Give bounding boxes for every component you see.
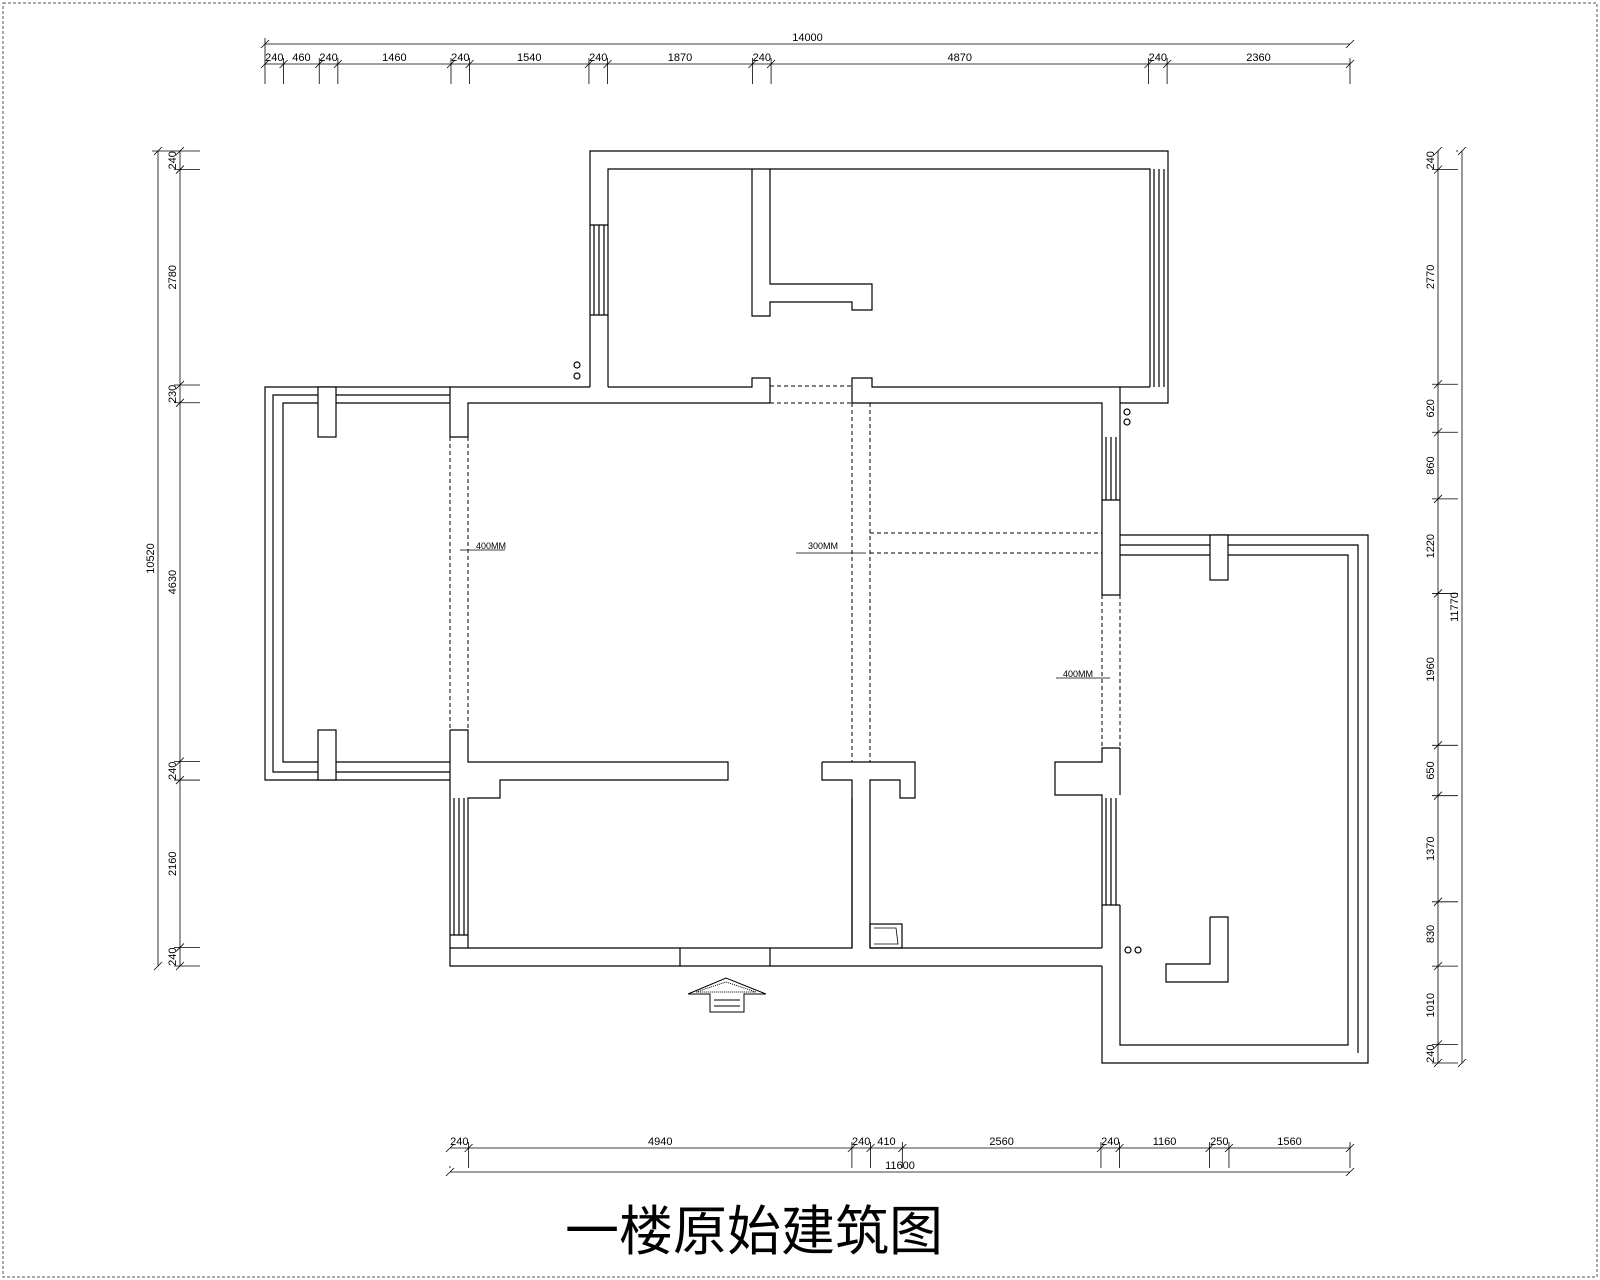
column-right-balcony: [1209, 534, 1229, 581]
bottom-dim-segment: 4940: [648, 1136, 672, 1148]
bottom-dim-segment: 2560: [989, 1136, 1013, 1148]
dim-tick: [445, 1167, 455, 1177]
wall-main-left: [449, 387, 468, 438]
left-dim-segment: 240: [167, 151, 179, 169]
top-dim-segment: 4870: [948, 52, 972, 64]
column-balcony-top: [317, 386, 337, 438]
bottom-dim-segment: 240: [852, 1136, 870, 1148]
dim-tick: [1345, 39, 1355, 49]
left-dim-segment: 240: [167, 762, 179, 780]
wall-north-outer: [589, 150, 1169, 404]
shaft-icon: [869, 923, 903, 949]
top-dim-segment: 240: [319, 52, 337, 64]
dim-tick: [153, 961, 163, 971]
right-dim-segment: 1010: [1425, 993, 1437, 1017]
dim-tick: [445, 1143, 455, 1153]
bottom-dim-segment: 250: [1210, 1136, 1228, 1148]
right-dim-segment: 1370: [1425, 837, 1437, 861]
left-dim-segment: 230: [167, 385, 179, 403]
dim-tick: [1457, 1058, 1467, 1068]
beam-label-right: 400MM: [1063, 669, 1093, 679]
bottom-dim-segment: 240: [450, 1136, 468, 1148]
top-dim-segment: 240: [265, 52, 283, 64]
wall-main-top-inner: [467, 402, 770, 437]
wall-north-partition: [751, 169, 873, 317]
entrance-arrow-icon: [687, 977, 767, 1013]
wall-left-balcony-outer: [264, 386, 450, 781]
wall-right-balcony-outer: [1101, 534, 1369, 1064]
right-dim-segment: 1220: [1425, 534, 1437, 558]
bottom-dim-segment: 240: [1101, 1136, 1119, 1148]
bottom-dim-total: 11600: [885, 1160, 915, 1172]
wall-main-bottom: [449, 948, 1102, 967]
top-dim-segment: 1870: [668, 52, 692, 64]
drawing-title: 一楼原始建筑图: [565, 1200, 943, 1263]
right-dim-segment: 620: [1425, 399, 1437, 417]
beam-label-left: 400MM: [476, 541, 506, 551]
top-dim-segment: 240: [451, 52, 469, 64]
right-dim-segment: 650: [1425, 761, 1437, 779]
dim-tick: [1345, 1167, 1355, 1177]
bottom-dim-segment: 1160: [1153, 1136, 1177, 1148]
dim-tick: [1457, 146, 1467, 156]
left-dim-segment: 4630: [167, 570, 179, 594]
pipe-icon: [573, 361, 581, 369]
left-dim-segment: 240: [167, 948, 179, 966]
top-dim-segment: 460: [292, 52, 310, 64]
top-dim-segment: 240: [753, 52, 771, 64]
wall-middle-partition: [821, 762, 853, 948]
bottom-dim-segment: 1560: [1277, 1136, 1301, 1148]
l-shaped-counter: [1165, 916, 1229, 983]
pipe-icon: [1124, 946, 1132, 954]
right-dim-segment: 860: [1425, 456, 1437, 474]
right-dim-segment: 830: [1425, 925, 1437, 943]
right-dim-segment: 2770: [1425, 265, 1437, 289]
pipe-icon: [1123, 408, 1131, 416]
top-dim-total: 14000: [792, 32, 823, 44]
wall-north-bottom-right: [851, 377, 1150, 403]
top-dim-segment: 1460: [382, 52, 406, 64]
dim-tick: [1433, 146, 1443, 156]
wall-north-inner: [607, 168, 1151, 387]
right-dim-segment: 240: [1425, 1045, 1437, 1063]
right-dim-segment: 1960: [1425, 657, 1437, 681]
wall-north-bottom-left: [608, 377, 771, 403]
right-dim-segment: 240: [1425, 151, 1437, 169]
left-dim-segment: 2780: [167, 265, 179, 289]
left-dim-segment: 2160: [167, 851, 179, 875]
bottom-dim-segment: 410: [877, 1136, 895, 1148]
beam-label-center: 300MM: [808, 541, 838, 551]
column-balcony-bottom: [317, 729, 337, 781]
top-dim-segment: 2360: [1246, 52, 1270, 64]
right-dim-total: 11770: [1449, 592, 1461, 622]
top-dim-segment: 1540: [517, 52, 541, 64]
left-dim-total: 10520: [145, 543, 157, 574]
top-dim-segment: 240: [589, 52, 607, 64]
top-dim-segment: 240: [1149, 52, 1167, 64]
